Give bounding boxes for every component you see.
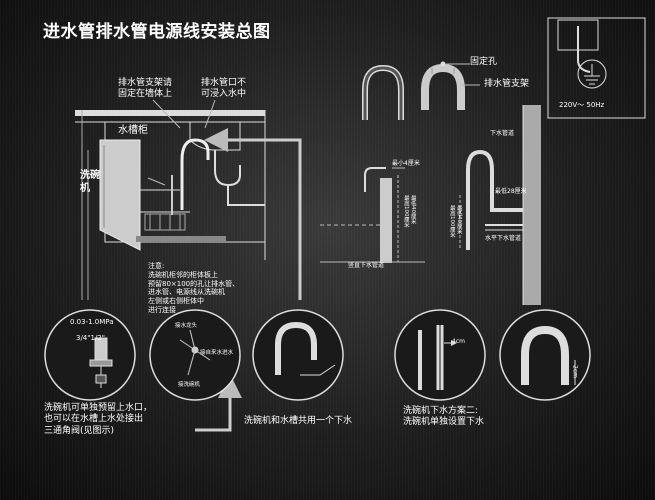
connect-dishwasher-label: 接洗碗机	[178, 382, 201, 388]
min-4cm-label: 最小4厘米	[392, 160, 420, 167]
drain-support-note: 排水管支架请 固定在墙体上	[118, 78, 173, 100]
single-inlet-note: 洗碗机可单独预留上水口， 也可以在水槽上水处接出 三通角阀(见图示)	[44, 403, 153, 436]
height-range-right: 最低40厘米 最高100厘米	[448, 205, 462, 238]
voltage-label: 220V～ 50Hz	[559, 101, 605, 109]
page-title: 进水管排水管电源线安装总图	[43, 22, 271, 42]
drain-plan2-caption: 洗碗机下水方案二: 洗碗机单独设置下水	[403, 406, 485, 428]
hose-bend-detail	[499, 309, 591, 401]
tee-valve-detail	[149, 309, 241, 401]
drain-outlet-note: 排水管口不 可浸入水中	[201, 78, 247, 100]
notice-text: 注意: 洗碗机柜邻的柜体板上 预留80×100的孔让排水管、 进水管、电源线从洗…	[148, 262, 240, 314]
drain-bracket-label: 排水管支架	[484, 79, 530, 89]
dim-2cm-label: 2cm	[571, 365, 579, 378]
countertop	[75, 110, 265, 116]
fixing-hole-label: 固定孔	[470, 57, 498, 67]
inlet-faucet-label: 接水龙头	[175, 323, 198, 329]
power-outlet-box	[547, 17, 646, 119]
dim-4cm-label: 4cm	[452, 338, 465, 345]
separate-drain-detail	[394, 309, 486, 401]
valve-drawing	[89, 337, 113, 388]
drain-height-drawing	[320, 105, 541, 305]
detail-circles	[44, 309, 591, 401]
vertical-drain-label: 竖直下水管道	[348, 262, 385, 269]
cabinet-drawing	[75, 110, 266, 300]
sink-cabinet-label: 水槽柜	[118, 125, 148, 136]
connect-water-label: 接自来水进水	[200, 350, 234, 356]
dishwasher-label: 洗碗 机	[80, 170, 100, 194]
height-range-left: 最低40厘米 最高100厘米	[402, 195, 416, 228]
inlet-valve-detail	[44, 309, 136, 401]
horizontal-drain-label: 水平下水管道	[485, 235, 522, 242]
shared-drain-detail	[252, 309, 344, 401]
shared-drain-caption: 洗碗机和水槽共用一个下水	[244, 416, 353, 426]
max-28cm-label: 最低28厘米	[495, 188, 527, 195]
thread-label: 3/4"1/2"	[76, 334, 105, 342]
drain-hook-drawings	[362, 61, 480, 120]
drain-pipe-top-label: 下水管道	[490, 130, 515, 137]
pressure-label: 0.03-1.0MPa	[70, 318, 114, 326]
dishwasher-door	[99, 139, 141, 251]
